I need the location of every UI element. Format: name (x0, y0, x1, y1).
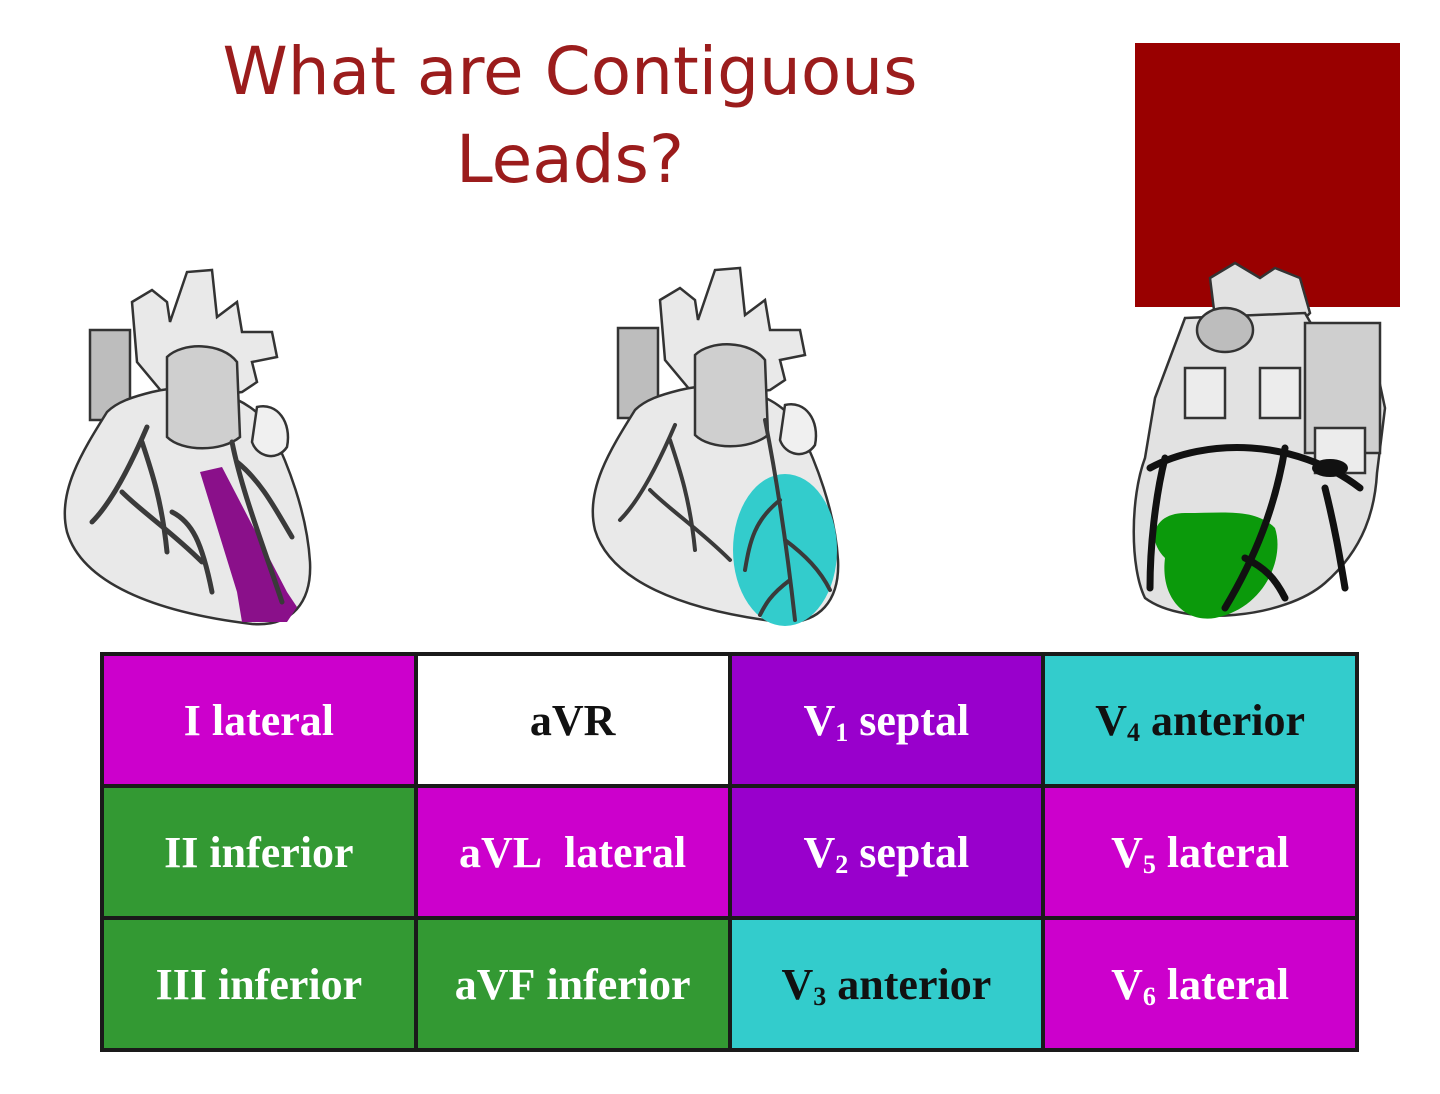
lead-subscript: 6 (1142, 981, 1156, 1011)
lead-cell: V2 septal (727, 784, 1046, 920)
lead-subscript: 4 (1127, 717, 1141, 747)
lead-name: V (1111, 959, 1143, 1009)
lead-cell: aVF inferior (413, 916, 732, 1052)
lead-cell: V5 lateral (1041, 784, 1359, 920)
lead-region: anterior (837, 959, 992, 1009)
lead-subscript: 2 (835, 849, 849, 879)
lead-subscript: 5 (1142, 849, 1156, 879)
lead-region: lateral (553, 827, 687, 877)
lead-name: V (1095, 695, 1128, 745)
lead-name: II (164, 827, 199, 877)
lead-name: V (803, 695, 836, 745)
heart-anterior-view-lateral (63, 268, 312, 626)
lead-region: anterior (1151, 695, 1305, 745)
title-line-2: Leads? (456, 121, 684, 198)
title-line-1: What are Contiguous (222, 33, 918, 110)
lead-region: lateral (1166, 959, 1290, 1009)
lead-name: V (781, 959, 814, 1009)
lead-region: septal (859, 827, 970, 877)
lead-name: V (1111, 827, 1143, 877)
lead-cell: III inferior (100, 916, 418, 1052)
lead-region: lateral (211, 695, 335, 745)
lead-region: inferior (546, 959, 691, 1009)
lead-name: III (155, 959, 207, 1009)
lead-cell: II inferior (100, 784, 418, 920)
page-title: What are Contiguous Leads? (120, 28, 1020, 204)
lead-region: inferior (217, 959, 363, 1009)
lead-region: septal (859, 695, 970, 745)
heart-anterior-view-anterior (591, 266, 840, 626)
lead-name: aVL (458, 827, 543, 877)
lead-cell: aVR (413, 652, 732, 788)
lead-cell: V4 anterior (1041, 652, 1359, 788)
lead-cell: V6 lateral (1041, 916, 1359, 1052)
lead-cell: V3 anterior (727, 916, 1046, 1052)
lead-cell: aVL lateral (413, 784, 732, 920)
lead-name: aVF (454, 959, 536, 1009)
lead-name: aVR (529, 695, 616, 745)
lead-region: lateral (1166, 827, 1290, 877)
lead-name: I (183, 695, 201, 745)
lead-name: V (803, 827, 836, 877)
lead-subscript: 1 (835, 717, 849, 747)
corner-color-block (1135, 43, 1400, 307)
lead-cell: I lateral (100, 652, 418, 788)
lead-cell: V1 septal (727, 652, 1046, 788)
heart-posterior-view-inferior (1132, 261, 1387, 619)
lead-subscript: 3 (813, 981, 827, 1011)
lead-region: inferior (209, 827, 354, 877)
